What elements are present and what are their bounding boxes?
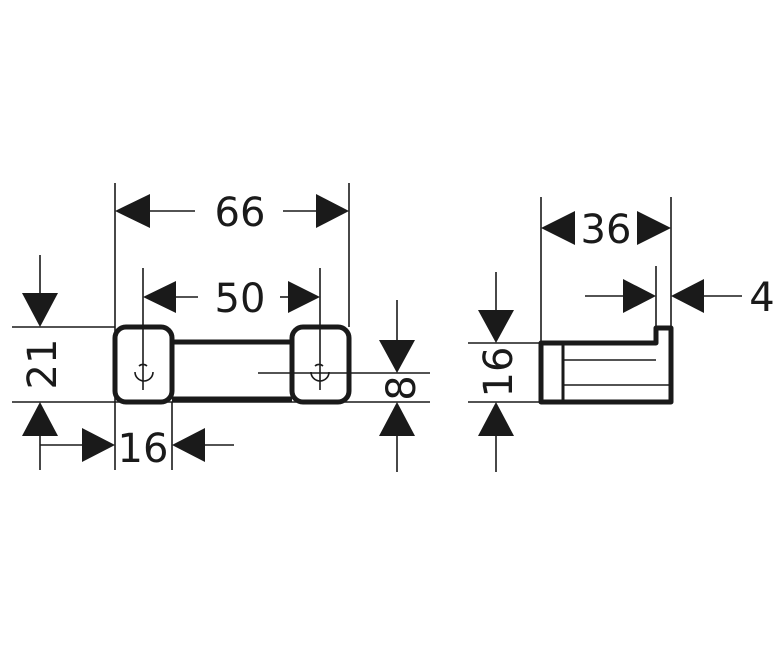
- dim-16-label: 16: [118, 426, 169, 472]
- side-extension-lines: [468, 197, 672, 403]
- dim-21-arrow-bottom: [22, 402, 58, 436]
- front-left-hole: [134, 363, 154, 382]
- dim-8-label: 8: [379, 375, 425, 400]
- dimension-16-front: 16: [40, 426, 234, 472]
- dim-8-arrow-bottom: [379, 402, 415, 436]
- front-view: [112, 324, 352, 405]
- dim-50-arrow-left: [143, 281, 176, 313]
- dim-36-label: 36: [581, 207, 632, 253]
- dim-21-label: 21: [20, 339, 66, 390]
- dim-50-label: 50: [215, 276, 266, 322]
- dimension-8: 8: [379, 300, 425, 472]
- front-bar: [172, 339, 292, 402]
- dim-16-arrow-left: [82, 428, 115, 462]
- dim-21-arrow-top: [22, 293, 58, 327]
- dimension-21: 21: [20, 255, 66, 470]
- dimension-36: 36: [541, 207, 671, 253]
- dim-66-label: 66: [215, 190, 266, 236]
- dimension-16-side: 16: [476, 272, 522, 472]
- dim-50-arrow-right: [288, 281, 320, 313]
- dim-66-arrow-right: [316, 194, 349, 228]
- dim-16-side-arrow-top: [478, 310, 514, 343]
- dimension-66: 66: [115, 190, 349, 236]
- dim-4-arrow-left: [623, 279, 656, 313]
- dimension-4: 4: [585, 275, 775, 321]
- dim-66-arrow-left: [115, 194, 150, 228]
- dim-16-side-arrow-bottom: [478, 402, 514, 436]
- front-extension-lines: [12, 183, 430, 470]
- side-profile: [538, 325, 674, 405]
- dimension-50: 50: [143, 276, 320, 322]
- dim-36-arrow-left: [541, 211, 575, 245]
- dim-36-arrow-right: [637, 211, 671, 245]
- dim-4-arrow-right: [671, 279, 704, 313]
- dim-16-arrow-right: [172, 428, 205, 462]
- dim-8-arrow-top: [379, 340, 415, 373]
- side-view: [538, 325, 674, 405]
- dim-16-side-label: 16: [476, 347, 522, 398]
- dim-4-label: 4: [749, 275, 774, 321]
